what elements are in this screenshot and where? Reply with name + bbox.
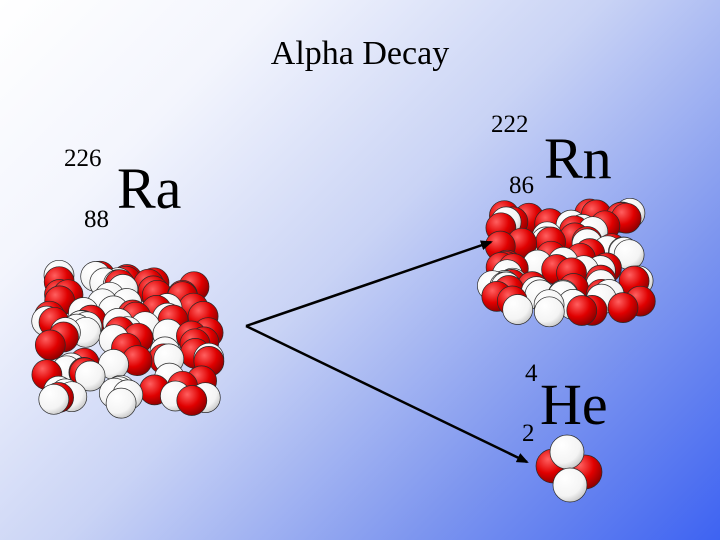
proton [176, 385, 208, 416]
neutron [38, 383, 70, 415]
proton [566, 295, 598, 326]
arrow-to-he [245, 324, 529, 464]
neutron [502, 294, 534, 325]
he-symbol: He [540, 372, 608, 437]
ra-atomic-number: 88 [84, 206, 109, 233]
neutron [549, 434, 585, 470]
he-mass-number: 4 [525, 360, 538, 387]
he-atomic-number: 2 [522, 420, 535, 447]
neutron [533, 296, 565, 328]
rn-nucleus [477, 197, 656, 328]
slide-title: Alpha Decay [270, 35, 450, 72]
ra-symbol: Ra [117, 156, 182, 221]
arrow-to-rn [245, 240, 493, 328]
neutron [74, 360, 106, 392]
rn-atomic-number: 86 [509, 172, 534, 199]
decay-arrows [245, 240, 529, 464]
he-nucleus [535, 434, 603, 503]
rn-mass-number: 222 [491, 111, 529, 138]
proton [607, 292, 639, 323]
rn-symbol: Rn [544, 126, 612, 191]
proton [34, 329, 66, 361]
neutron [552, 467, 588, 503]
ra-mass-number: 226 [64, 145, 102, 172]
ra-nucleus [31, 259, 225, 419]
neutron [105, 387, 137, 419]
